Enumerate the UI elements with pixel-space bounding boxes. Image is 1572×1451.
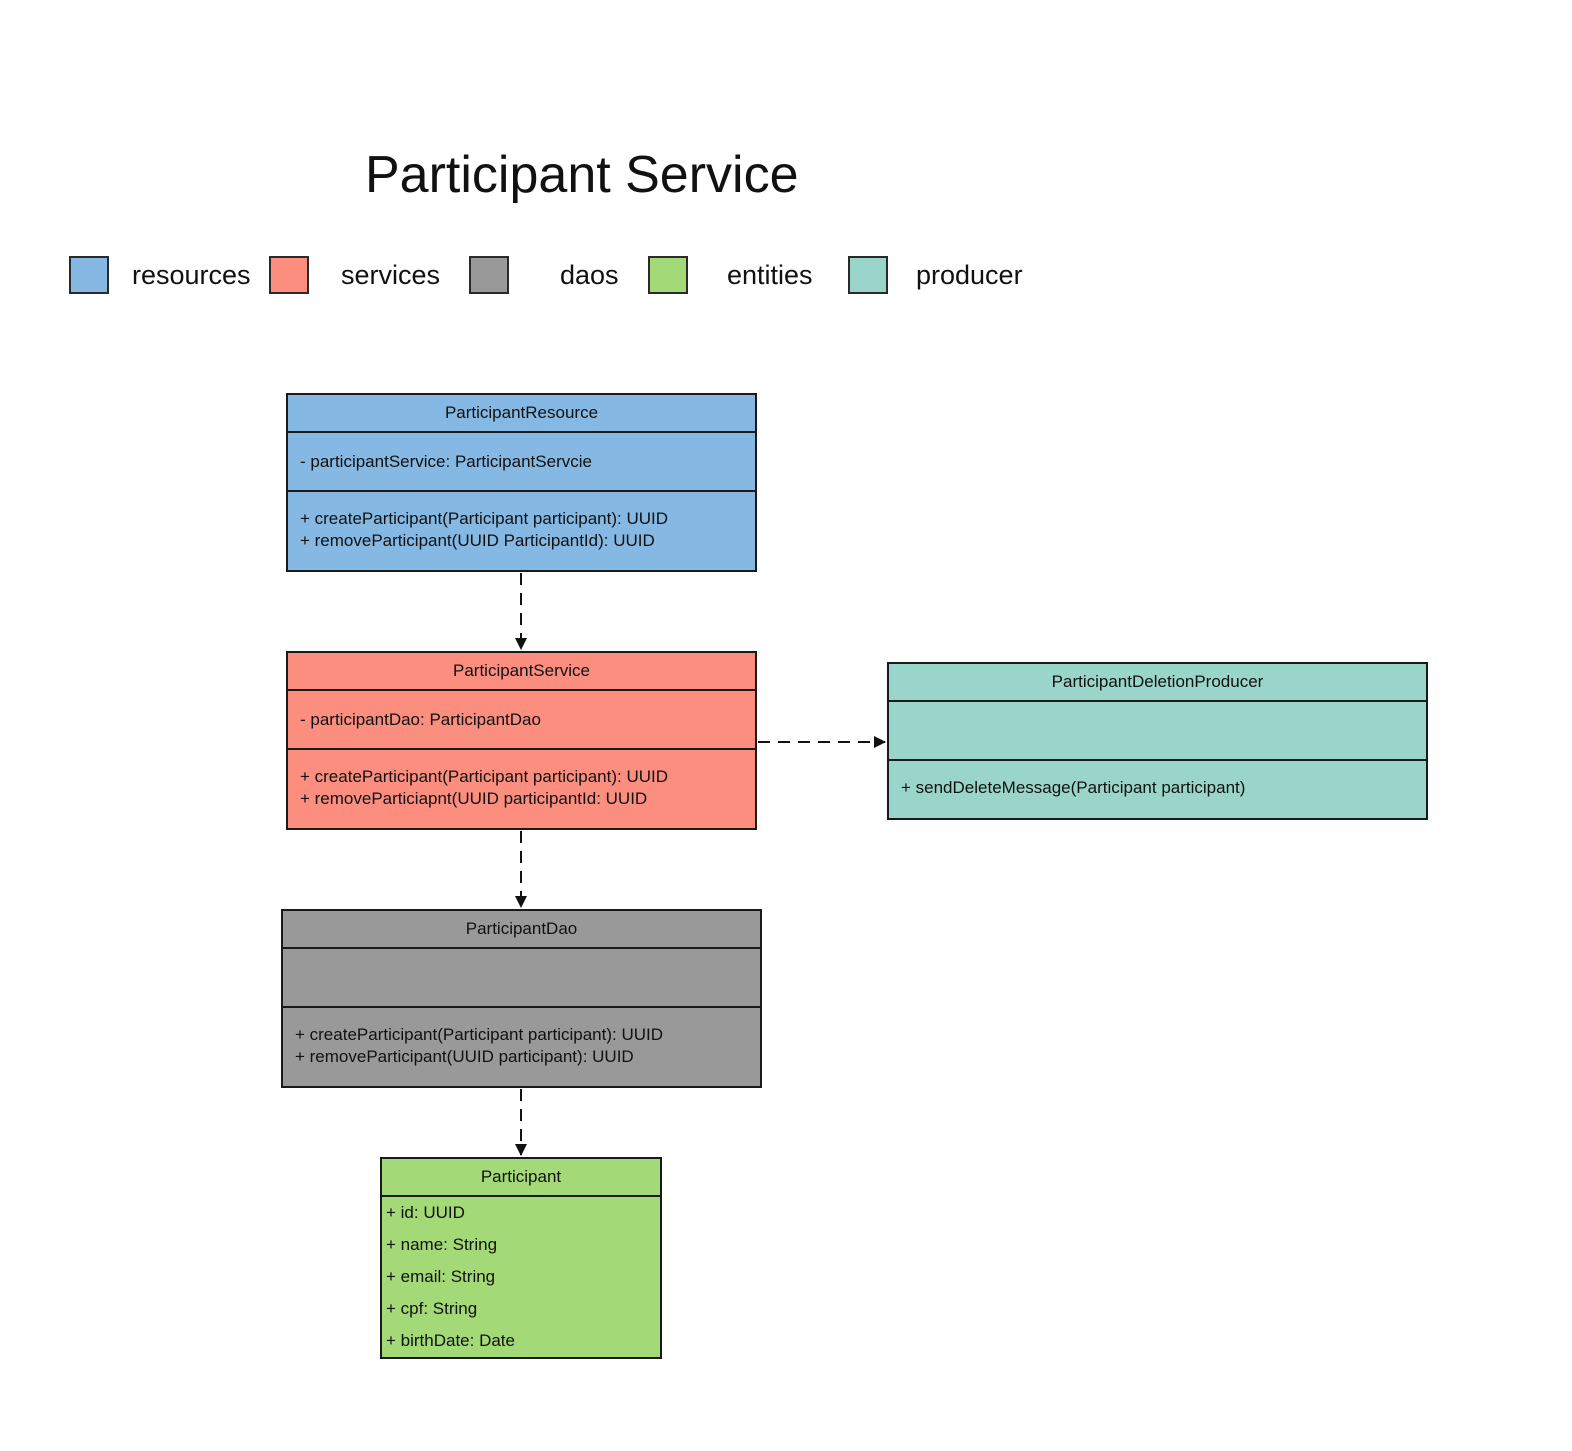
class-attributes: - participantService: ParticipantServcie: [288, 433, 755, 492]
operation: + createParticipant(Participant particip…: [300, 767, 669, 786]
operation: + removeParticipant(UUID participant): U…: [295, 1047, 634, 1066]
operation: + createParticipant(Participant particip…: [300, 509, 669, 528]
entity-fields: + id: UUID + name: String + email: Strin…: [382, 1197, 660, 1357]
class-attributes: [283, 949, 760, 1008]
legend-swatch-resources: [69, 256, 109, 294]
class-name: ParticipantDao: [283, 911, 760, 949]
operation: + removeParticipant(UUID ParticipantId):…: [300, 531, 655, 550]
field-email: + email: String: [386, 1267, 496, 1286]
class-operations: + sendDeleteMessage(Participant particip…: [889, 761, 1426, 799]
class-name: ParticipantResource: [288, 395, 755, 433]
legend-swatch-services: [269, 256, 309, 294]
field-id: + id: UUID: [386, 1203, 465, 1222]
attribute: - participantDao: ParticipantDao: [300, 709, 541, 729]
operation: + removeParticiapnt(UUID participantId: …: [300, 789, 648, 808]
legend-swatch-producer: [848, 256, 888, 294]
legend-label-resources: resources: [132, 260, 251, 290]
field-cpf: + cpf: String: [386, 1299, 478, 1318]
legend-label-daos: daos: [560, 260, 619, 290]
legend-label-services: services: [341, 260, 441, 290]
class-participant-service: ParticipantService - participantDao: Par…: [286, 651, 757, 830]
legend-label-producer: producer: [916, 260, 1023, 290]
entity-participant: Participant + id: UUID + name: String + …: [380, 1157, 662, 1359]
class-attributes: [889, 702, 1426, 761]
legend-swatch-entities: [648, 256, 688, 294]
legend-label-entities: entities: [727, 260, 813, 290]
class-name: ParticipantDeletionProducer: [889, 664, 1426, 702]
class-participant-resource: ParticipantResource - participantService…: [286, 393, 757, 572]
class-participant-deletion-producer: ParticipantDeletionProducer + sendDelete…: [887, 662, 1428, 820]
operation: + createParticipant(Participant particip…: [295, 1025, 664, 1044]
class-operations: + createParticipant(Participant particip…: [288, 750, 755, 810]
operation: + sendDeleteMessage(Participant particip…: [901, 778, 1246, 797]
class-attributes: - participantDao: ParticipantDao: [288, 691, 755, 750]
legend-swatch-daos: [469, 256, 509, 294]
attribute: - participantService: ParticipantServcie: [300, 451, 592, 471]
entity-name: Participant: [382, 1159, 660, 1197]
class-name: ParticipantService: [288, 653, 755, 691]
field-birthdate: + birthDate: Date: [386, 1331, 515, 1350]
class-participant-dao: ParticipantDao + createParticipant(Parti…: [281, 909, 762, 1088]
field-name: + name: String: [386, 1235, 498, 1254]
class-operations: + createParticipant(Participant particip…: [288, 492, 755, 552]
diagram-title: Participant Service: [365, 146, 799, 204]
class-operations: + createParticipant(Participant particip…: [283, 1008, 760, 1068]
